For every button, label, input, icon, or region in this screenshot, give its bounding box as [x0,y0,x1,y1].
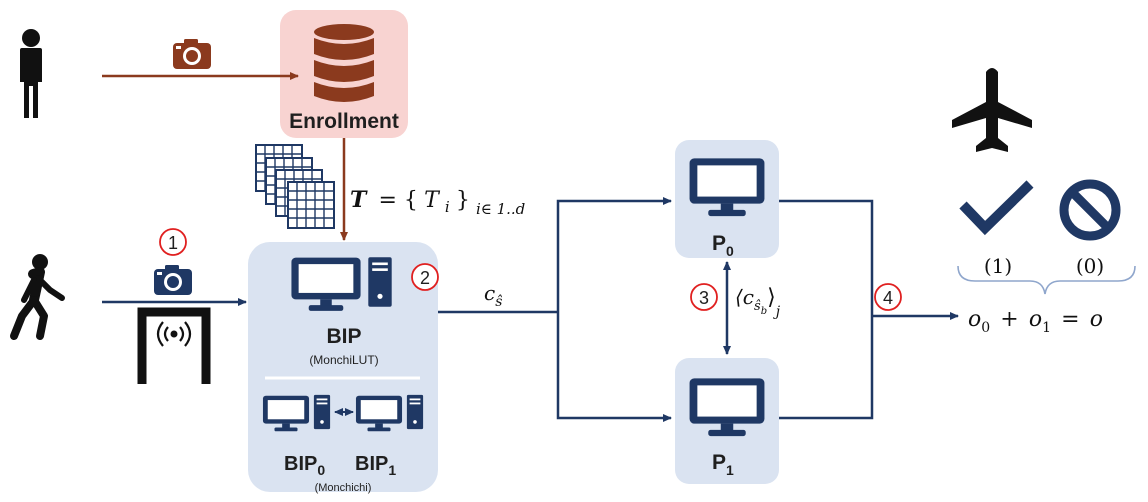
p0-label: P0 [712,232,734,259]
reject-label: (0) [1076,254,1104,278]
airplane-icon [952,68,1032,152]
prohibited-icon [1059,179,1121,241]
share-label: ⟨cŝb⟩j [735,285,781,320]
bip1-label: BIP1 [355,453,396,478]
bip-split-variant-label: (Monchichi) [315,482,372,494]
person-walking-icon [10,254,65,340]
bip-label: BIP [326,325,361,348]
fingerprint-grid-icon [255,144,335,229]
accept-label: (1) [984,254,1012,278]
step-1-marker: 1 [159,228,187,256]
step-2-marker: 2 [411,263,439,291]
to-p0-arrow [556,197,672,312]
step-3-marker: 3 [690,283,718,311]
svg-text:1: 1 [168,233,178,253]
template-set-label: T = { T i } i∈ 1..d [350,187,525,218]
camera-icon [154,265,192,295]
from-p1-line [779,316,874,420]
from-p0-line [779,199,874,316]
pc-tower-icon [406,394,424,430]
svg-text:2: 2 [420,268,430,288]
pc-tower-icon [368,257,392,307]
person-standing-icon [20,29,42,118]
camera-icon [173,39,211,69]
svg-text:3: 3 [699,288,709,308]
p1-label: P1 [712,451,734,478]
bip0-label: BIP0 [284,453,325,478]
body-scanner-icon [137,307,211,384]
step-4-marker: 4 [874,283,902,311]
enrollment-label: Enrollment [289,110,399,133]
svg-text:4: 4 [883,288,893,308]
to-p1-arrow [556,312,672,422]
cs-label: cŝ [484,281,502,310]
output-equation: o0 + o1 = o [968,306,1103,337]
checkmark-icon [959,180,1034,236]
outcome-brace [957,265,1136,295]
database-icon [314,24,374,102]
bip-variant-label: (MonchiLUT) [309,353,378,367]
pc-tower-icon [313,394,331,430]
